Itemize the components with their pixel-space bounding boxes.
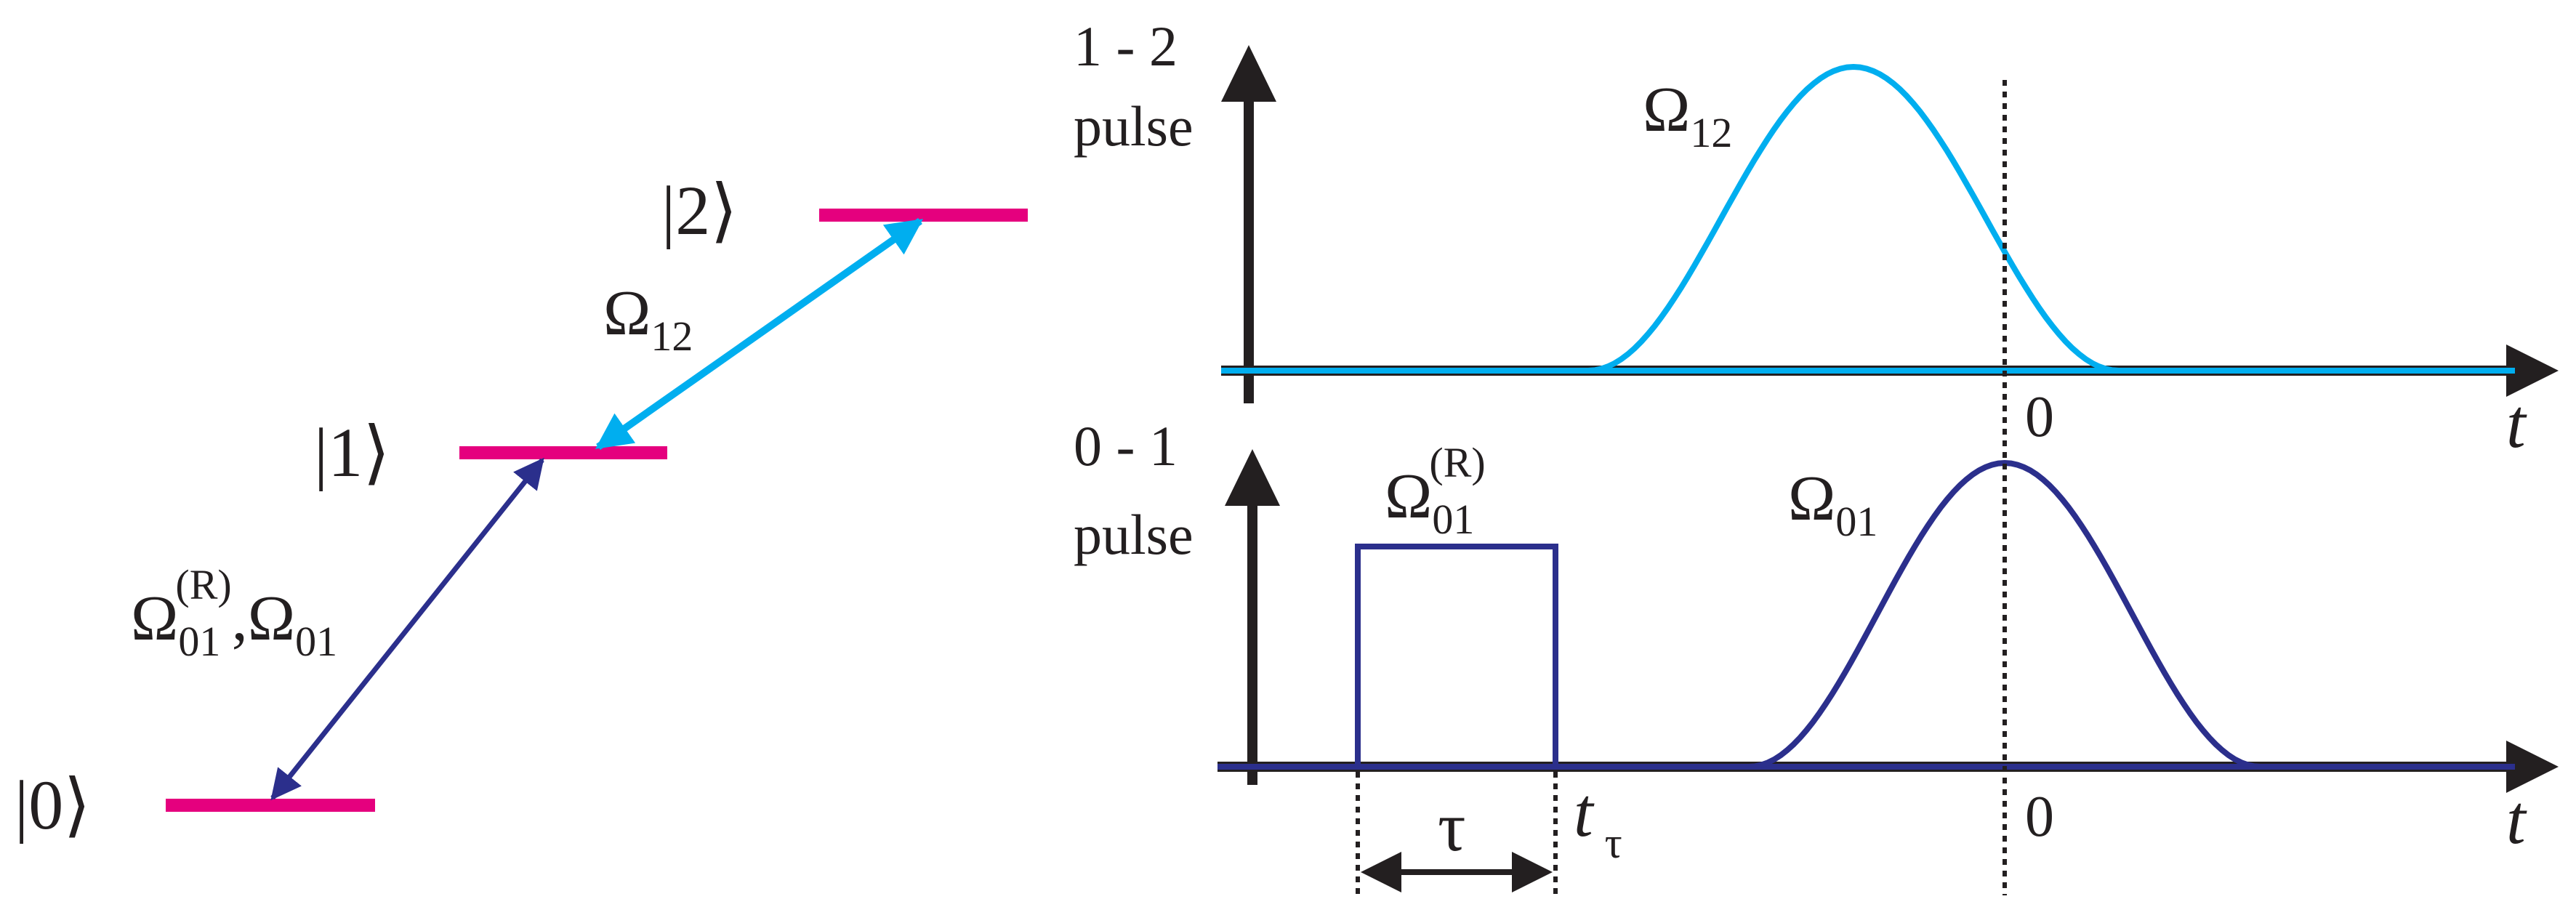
transition-12-arrow (595, 217, 924, 451)
level-2-label: |2⟩ (661, 172, 738, 249)
pulse-01-ylabel-line1: 0 - 1 (1074, 414, 1178, 477)
tau-arrowhead-left (1361, 852, 1401, 892)
pulse-12-plot: 1 - 2 pulse t 0 Ω12 (1074, 15, 2559, 462)
level-1-label: |1⟩ (314, 414, 390, 491)
omega-01-pulse-curve (1217, 459, 2515, 770)
pulse-01-x-axis-arrowhead (2506, 741, 2559, 793)
pulse-01-ylabel-line2: pulse (1074, 503, 1194, 566)
energy-level-diagram: |2⟩ |1⟩ |0⟩ Ω12 Ω01(R),Ω01 (15, 172, 1028, 844)
pulse-12-ylabel-line1: 1 - 2 (1074, 15, 1178, 78)
omega-01-r-rect-label: Ω01(R) (1385, 439, 1486, 543)
omega-01-curve-label: Ω01 (1788, 464, 1877, 545)
tau-arrowhead-right (1512, 852, 1553, 892)
omega-12-label: Ω12 (603, 278, 693, 360)
omega-12-pulse-curve (1221, 63, 2515, 374)
omega-01-r-label: Ω01(R),Ω01 (131, 561, 337, 665)
transition-01-arrow (270, 457, 544, 801)
pulse-12-x-axis-arrowhead (2506, 344, 2559, 397)
pulse-01-y-axis-arrowhead (1225, 449, 1280, 506)
pulse-12-x-label: t (2506, 384, 2527, 462)
pulse-01-zero-label: 0 (2025, 785, 2054, 849)
pulse-12-zero-label: 0 (2025, 385, 2054, 449)
tau-label: τ (1438, 788, 1466, 866)
pulse-01-x-label: t (2506, 781, 2527, 858)
omega-12-curve-label: Ω12 (1643, 75, 1732, 156)
pulse-12-ylabel-line2: pulse (1074, 94, 1194, 158)
pulse-12-y-axis-arrowhead (1221, 45, 1276, 102)
omega-01-r-rectangular-pulse (1355, 544, 1558, 767)
level-0-label: |0⟩ (15, 766, 91, 844)
